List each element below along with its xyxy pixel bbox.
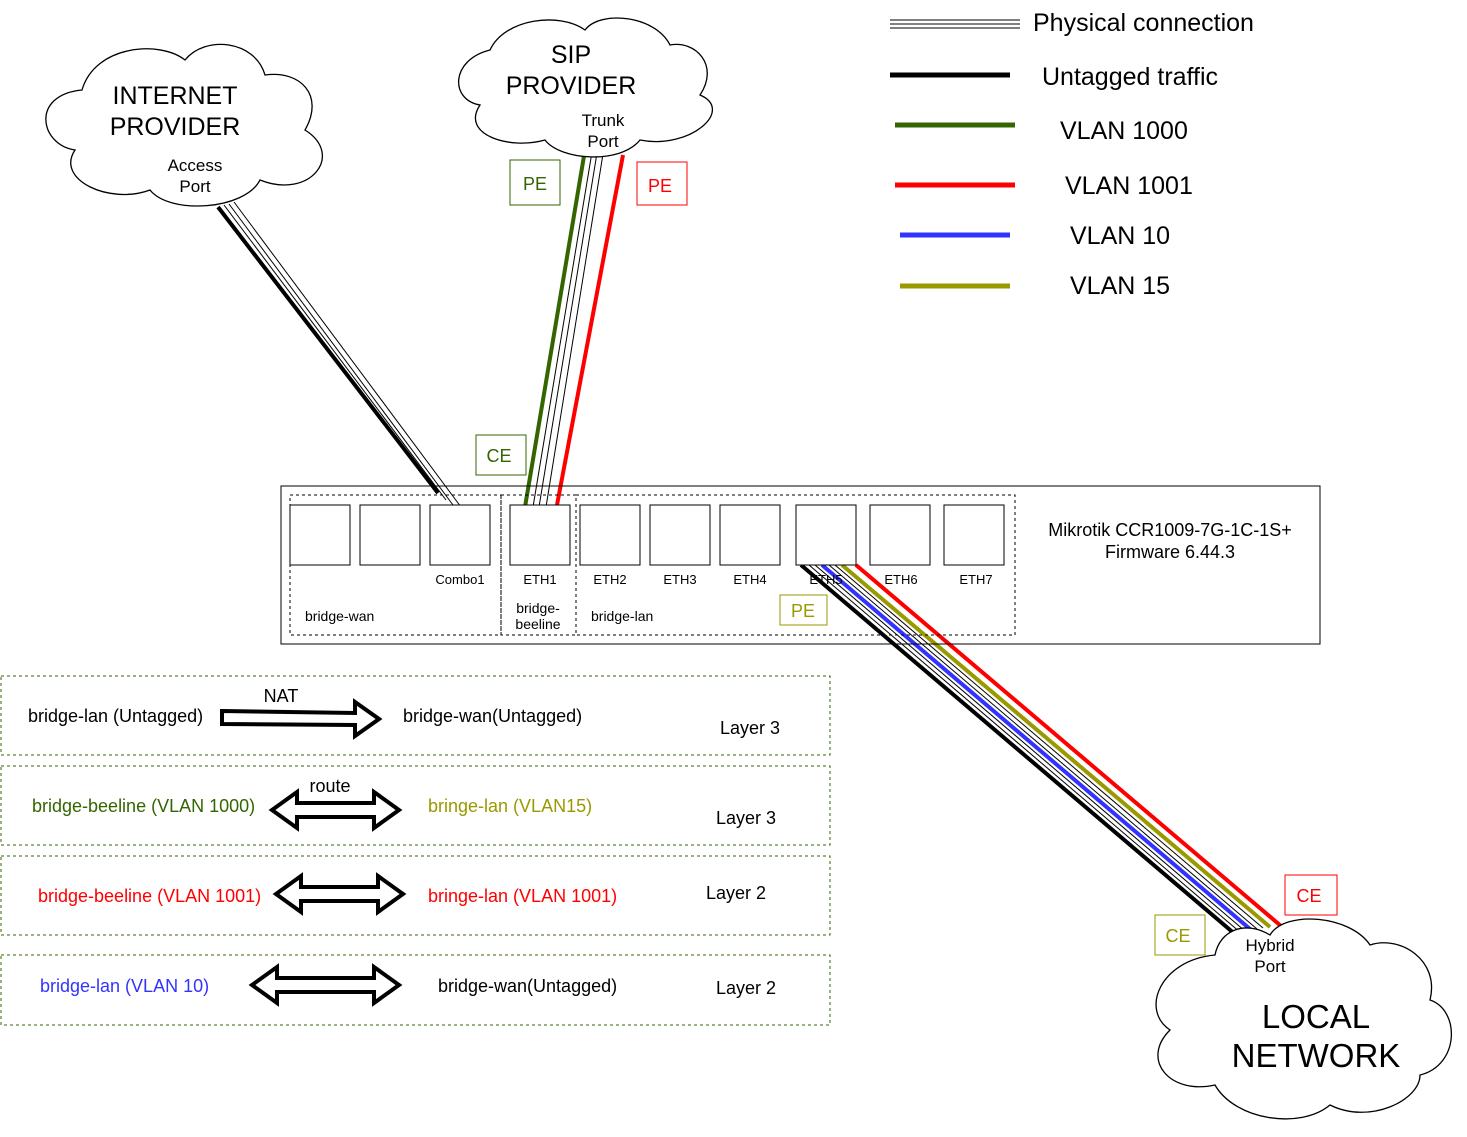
rule-1-layer: Layer 3	[720, 718, 780, 738]
port-label-eth1: ETH1	[523, 572, 556, 587]
rule-panel-1: bridge-lan (Untagged) NAT bridge-wan(Unt…	[0, 675, 831, 756]
port-label-eth3: ETH3	[663, 572, 696, 587]
tag-local-ce-red-label: CE	[1296, 886, 1321, 906]
rule-4-arrow	[248, 963, 403, 1007]
local-network-title-1: LOCAL	[1262, 998, 1370, 1035]
tag-router-ce-green: CE	[475, 434, 527, 476]
rule-4-left: bridge-lan (VLAN 10)	[40, 976, 209, 996]
tag-local-ce-red: CE	[1284, 874, 1338, 916]
tag-sip-pe-green: PE	[509, 159, 561, 206]
sip-link	[523, 149, 625, 508]
sip-provider-port-1: Trunk	[582, 111, 625, 130]
internet-provider-port-1: Access	[168, 156, 223, 175]
router-model: Mikrotik CCR1009-7G-1C-1S+	[1048, 520, 1292, 540]
rule-4-right: bridge-wan(Untagged)	[438, 976, 617, 996]
legend-vlan1001-label: VLAN 1001	[1065, 172, 1193, 200]
rule-2-right: bringe-lan (VLAN15)	[428, 796, 592, 816]
legend-physical-label: Physical connection	[1033, 9, 1254, 37]
tag-router-pe-olive-label: PE	[791, 601, 815, 621]
internet-provider-port-2: Port	[179, 177, 210, 196]
port-label-eth5: ETH5	[809, 572, 842, 587]
port-label-eth6: ETH6	[884, 572, 917, 587]
legend-vlan15-label: VLAN 15	[1070, 272, 1170, 300]
legend: Physical connection Untagged traffic VLA…	[890, 9, 1254, 300]
port-label-eth4: ETH4	[733, 572, 766, 587]
group-bridge-lan	[575, 494, 1016, 636]
rule-2-layer: Layer 3	[716, 808, 776, 828]
port-eth6[interactable]	[869, 504, 931, 566]
rule-2-arrow-label: route	[309, 776, 350, 796]
rule-3-arrow	[272, 872, 407, 916]
rule-3-layer: Layer 2	[706, 883, 766, 903]
port-label-eth2: ETH2	[593, 572, 626, 587]
tag-router-ce-green-label: CE	[486, 446, 511, 466]
router-chassis	[280, 485, 1321, 645]
sip-provider-port-2: Port	[587, 132, 618, 151]
rule-2-left: bridge-beeline (VLAN 1000)	[32, 796, 255, 816]
port-eth5[interactable]	[795, 504, 857, 566]
rule-3-left: bridge-beeline (VLAN 1001)	[38, 886, 261, 906]
rule-2-arrow	[268, 788, 403, 832]
rule-panel-2: bridge-beeline (VLAN 1000) route bringe-…	[0, 765, 831, 846]
tag-sip-pe-red-label: PE	[648, 176, 672, 196]
tag-sip-pe-green-label: PE	[523, 174, 547, 194]
rule-panel-4: bridge-lan (VLAN 10) bridge-wan(Untagged…	[0, 954, 831, 1026]
tag-local-ce-olive: CE	[1154, 914, 1206, 956]
tag-router-pe-olive: PE	[779, 594, 828, 626]
port-eth7[interactable]	[943, 504, 1005, 566]
rule-3-right: bringe-lan (VLAN 1001)	[428, 886, 617, 906]
port-eth3[interactable]	[649, 504, 711, 566]
group-label-bridge-beeline-2: beeline	[515, 616, 560, 632]
local-network-port-1: Hybrid	[1245, 936, 1294, 955]
router: Combo1 ETH1 ETH2 ETH3 ETH4 ETH5 ETH6 ETH…	[280, 485, 1321, 645]
legend-untagged-label: Untagged traffic	[1042, 63, 1218, 91]
internet-provider-title-2: PROVIDER	[110, 113, 241, 141]
rule-1-left: bridge-lan (Untagged)	[28, 706, 203, 726]
rule-panel-3: bridge-beeline (VLAN 1001) bringe-lan (V…	[0, 855, 831, 936]
port-eth4[interactable]	[719, 504, 781, 566]
port-eth1[interactable]	[509, 504, 571, 566]
tag-sip-pe-red: PE	[636, 161, 688, 206]
rule-1-arrow	[220, 698, 383, 740]
rule-4-layer: Layer 2	[716, 978, 776, 998]
port-label-eth7: ETH7	[959, 572, 992, 587]
port-eth2[interactable]	[579, 504, 641, 566]
internet-provider-title-1: INTERNET	[113, 82, 238, 110]
local-network-port-2: Port	[1254, 957, 1285, 976]
tag-local-ce-olive-label: CE	[1165, 926, 1190, 946]
rule-1-arrow-label: NAT	[264, 686, 299, 706]
router-firmware: Firmware 6.44.3	[1105, 542, 1235, 562]
sip-provider-title-2: PROVIDER	[506, 72, 637, 100]
internet-provider-cloud: INTERNET PROVIDER Access Port	[45, 43, 324, 207]
legend-vlan10-label: VLAN 10	[1070, 222, 1170, 250]
port-label-combo1: Combo1	[435, 572, 484, 587]
port-combo1[interactable]	[429, 504, 491, 566]
local-network-title-2: NETWORK	[1232, 1037, 1401, 1074]
port-1[interactable]	[289, 504, 351, 566]
rule-1-right: bridge-wan(Untagged)	[403, 706, 582, 726]
group-label-bridge-wan: bridge-wan	[305, 608, 374, 624]
sip-provider-title-1: SIP	[551, 41, 591, 69]
legend-physical-swatch	[890, 19, 1020, 29]
internet-link	[216, 201, 462, 508]
legend-vlan1000-label: VLAN 1000	[1060, 117, 1188, 145]
sip-provider-cloud: SIP PROVIDER Trunk Port	[457, 17, 714, 158]
local-network-cloud: LOCAL NETWORK Hybrid Port	[1155, 918, 1452, 1120]
port-2[interactable]	[359, 504, 421, 566]
group-label-bridge-beeline-1: bridge-	[516, 600, 560, 616]
group-label-bridge-lan: bridge-lan	[591, 608, 653, 624]
local-link	[799, 563, 1283, 937]
